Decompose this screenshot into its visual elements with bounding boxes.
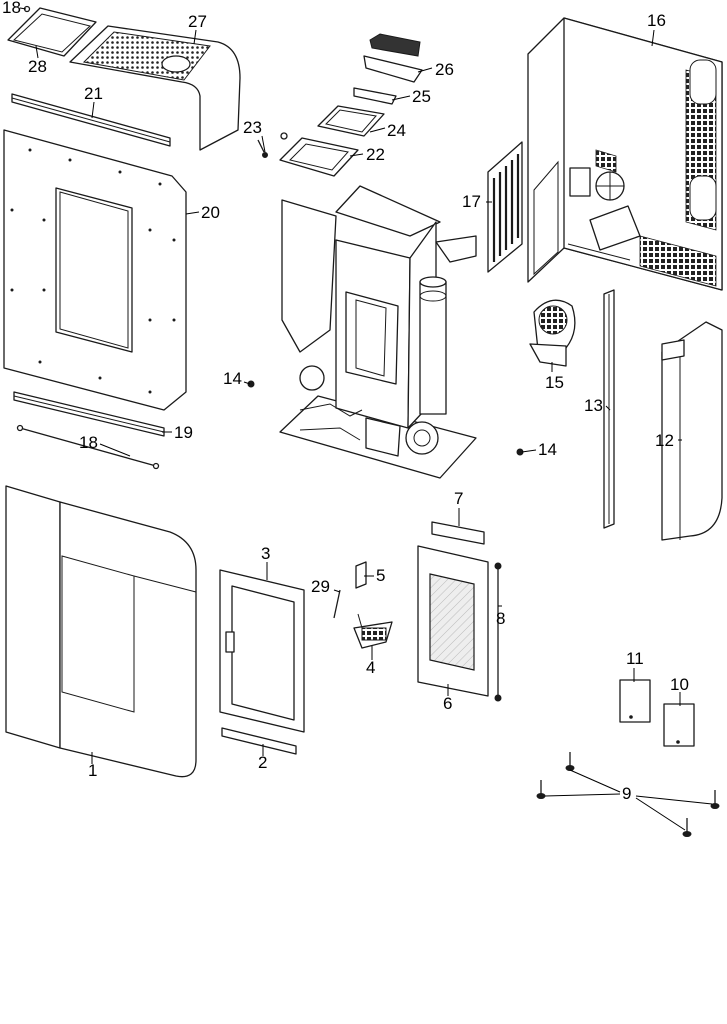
label-part-19: 19	[174, 423, 193, 442]
label-part-7: 7	[454, 489, 463, 508]
part-7-bracket	[431, 521, 485, 545]
part-10-plate	[663, 703, 695, 747]
label-part-12: 12	[655, 431, 674, 450]
part-26-handle-block	[369, 33, 421, 57]
leader-lines	[19, 7, 713, 831]
part-20-front-frame-panel	[3, 129, 187, 411]
label-part-14a: 14	[223, 369, 242, 388]
label-part-28: 28	[28, 57, 47, 76]
label-part-29: 29	[311, 577, 330, 596]
label-part-27: 27	[188, 12, 207, 31]
part-15-fan-housing	[529, 299, 576, 367]
part-16-rear-panel	[527, 17, 723, 291]
part-11-plate	[619, 679, 651, 723]
label-part-18b: 18	[79, 433, 98, 452]
label-part-20: 20	[201, 203, 220, 222]
label-part-9: 9	[622, 784, 631, 803]
label-part-14b: 14	[538, 440, 557, 459]
label-part-21: 21	[84, 84, 103, 103]
part-8-hinge-rod	[494, 562, 502, 702]
stove-body-chassis	[279, 185, 477, 479]
part-17-vent-grille	[487, 141, 523, 273]
part-25-plate	[353, 55, 423, 105]
label-part-24: 24	[387, 121, 406, 140]
label-part-22: 22	[366, 145, 385, 164]
part-23-screw	[257, 132, 288, 158]
label-part-5: 5	[376, 566, 385, 585]
label-part-17: 17	[462, 192, 481, 211]
part-29-pin	[333, 589, 341, 619]
label-part-3: 3	[261, 544, 270, 563]
label-part-10: 10	[670, 675, 689, 694]
label-part-4: 4	[366, 658, 375, 677]
label-part-25: 25	[412, 87, 431, 106]
label-part-16: 16	[647, 11, 666, 30]
part-3-inner-door-frame	[219, 569, 305, 733]
part-2-door-bracket	[221, 727, 297, 755]
part-22-hopper-lid	[279, 137, 359, 177]
part-21-top-rail	[11, 93, 171, 147]
part-12-side-panel	[661, 321, 723, 541]
label-part-23: 23	[243, 118, 262, 137]
part-6-glass-door	[417, 545, 489, 697]
label-part-15: 15	[545, 373, 564, 392]
label-part-18a: 18	[2, 0, 21, 17]
label-part-11: 11	[626, 649, 644, 668]
part-4-burner-pot	[353, 613, 393, 649]
label-part-6: 6	[443, 694, 452, 713]
part-28-top-cover-plate	[7, 7, 97, 57]
part-27-perforated-top-panel	[69, 25, 241, 151]
part-18-rod	[16, 5, 160, 470]
part-24-gasket-frame	[317, 105, 385, 137]
part-19-lower-rail	[13, 391, 165, 437]
label-part-13: 13	[584, 396, 603, 415]
part-5-clip	[355, 561, 367, 589]
label-part-2: 2	[258, 753, 267, 772]
part-1-front-door-cover	[5, 485, 197, 778]
label-part-1: 1	[88, 761, 97, 780]
label-part-8: 8	[496, 609, 505, 628]
part-14-screw	[247, 380, 524, 456]
label-part-26: 26	[435, 60, 454, 79]
part-number-labels: 18 28 27 21 20 23 24 22 25 26 16 17 15 1…	[2, 0, 689, 803]
